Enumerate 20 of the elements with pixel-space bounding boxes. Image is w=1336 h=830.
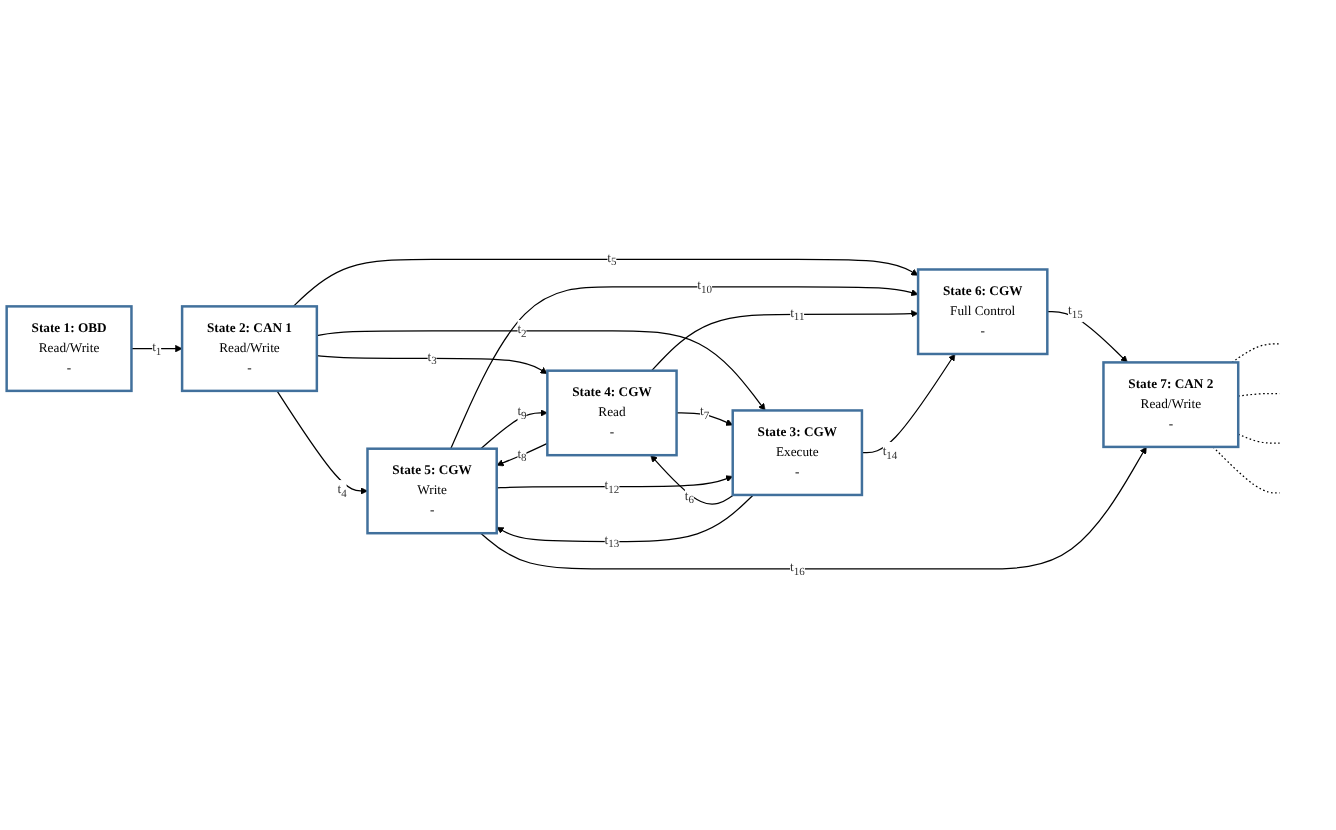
- arrow: [496, 476, 734, 490]
- arrow: [276, 391, 368, 496]
- connector: [1237, 393, 1281, 398]
- connector: [1231, 343, 1281, 364]
- arrow: [1046, 311, 1128, 364]
- arrow: [316, 331, 766, 412]
- arrow: [675, 413, 734, 427]
- arrow: [651, 310, 919, 373]
- arrow: [130, 345, 183, 354]
- connector: [1212, 447, 1281, 495]
- connector: [1237, 434, 1281, 445]
- arrow: [650, 455, 735, 506]
- arrow: [450, 287, 919, 451]
- arrow: [480, 447, 1147, 571]
- arrow: [861, 354, 956, 455]
- arrow: [292, 259, 919, 308]
- arrow: [496, 495, 754, 543]
- arrow: [480, 410, 548, 451]
- arrow: [316, 355, 548, 375]
- arrow: [496, 443, 548, 468]
